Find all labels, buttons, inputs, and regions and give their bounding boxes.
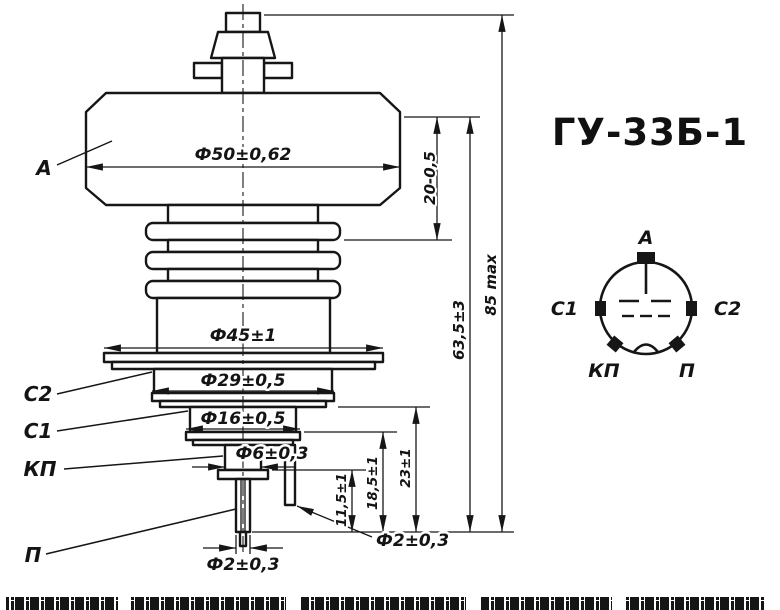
- dim-label-cathode-diameter: Ф6±0,3: [235, 444, 308, 464]
- dim-label-center-pin-diameter: Ф2±0,3: [206, 555, 279, 575]
- grid-dashes: [619, 299, 671, 318]
- dim-label-insulator-diameter: Ф45±1: [210, 326, 277, 346]
- cathode-key-notch: [632, 343, 660, 353]
- leader-heater: [45, 508, 237, 555]
- dim-label-height-23: 23±1: [398, 448, 414, 488]
- caption-word-gap: [286, 595, 301, 610]
- pin-tab-grid1: [595, 301, 606, 316]
- caption-word-gap: [612, 595, 625, 610]
- caption-word-gap: [466, 595, 481, 610]
- pinout-label-cathode: КП: [588, 360, 620, 382]
- cropped-caption: [6, 595, 764, 610]
- dim-label-side-pin-diameter: Ф2±0,3: [376, 531, 449, 551]
- dimension-labels: Ф50±0,62 Ф45±1 Ф29±0,5 Ф16±0,5 Ф6±0,3 Ф2…: [192, 143, 502, 578]
- side-pin: [283, 443, 297, 507]
- leader-grid2: [56, 371, 153, 395]
- leader-cathode: [63, 455, 224, 470]
- terminal-lug-left: [192, 61, 224, 80]
- part-label-anode: A: [34, 156, 51, 180]
- caption-word-gap: [118, 595, 131, 610]
- pin-tab-heater: [668, 335, 686, 353]
- tube-title: ГУ-33Б-1: [552, 111, 748, 154]
- pinout-label-grid2: C2: [714, 298, 741, 320]
- dim-label-height-18-5: 18,5±1: [365, 456, 381, 510]
- pin-tab-cathode: [606, 335, 624, 353]
- part-label-cathode: КП: [23, 457, 56, 481]
- pin-tab-grid2: [686, 301, 697, 316]
- part-label-grid2: C2: [24, 382, 53, 406]
- dim-label-envelope-height: 63,5±3: [450, 300, 468, 360]
- dimension-lines: [86, 14, 514, 554]
- pinout-label-heater: П: [679, 360, 695, 382]
- dim-label-grid2-diameter: Ф29±0,5: [201, 371, 286, 391]
- pinout-label-grid1: C1: [551, 298, 578, 320]
- terminal-lug-right: [262, 61, 294, 80]
- pin-tab-anode: [637, 252, 655, 264]
- dim-label-anode-diameter: Ф50±0,62: [195, 145, 292, 165]
- leader-anode: [56, 140, 113, 166]
- dim-label-anode-height: 20-0,5: [421, 151, 439, 205]
- part-label-heater: П: [25, 543, 42, 567]
- part-label-grid1: C1: [24, 419, 53, 443]
- part-labels: A C2 C1 КП П: [23, 140, 237, 567]
- dim-label-overall-height: 85 max: [482, 253, 500, 316]
- pinout-diagram: A C1 C2 КП П: [551, 227, 741, 382]
- dim-label-height-11-5: 11,5±1: [334, 473, 350, 527]
- leader-grid1: [56, 410, 189, 432]
- dim-label-grid1-diameter: Ф16±0,5: [201, 409, 286, 429]
- pinout-label-anode: A: [637, 227, 654, 249]
- cropped-caption-text: [6, 597, 764, 610]
